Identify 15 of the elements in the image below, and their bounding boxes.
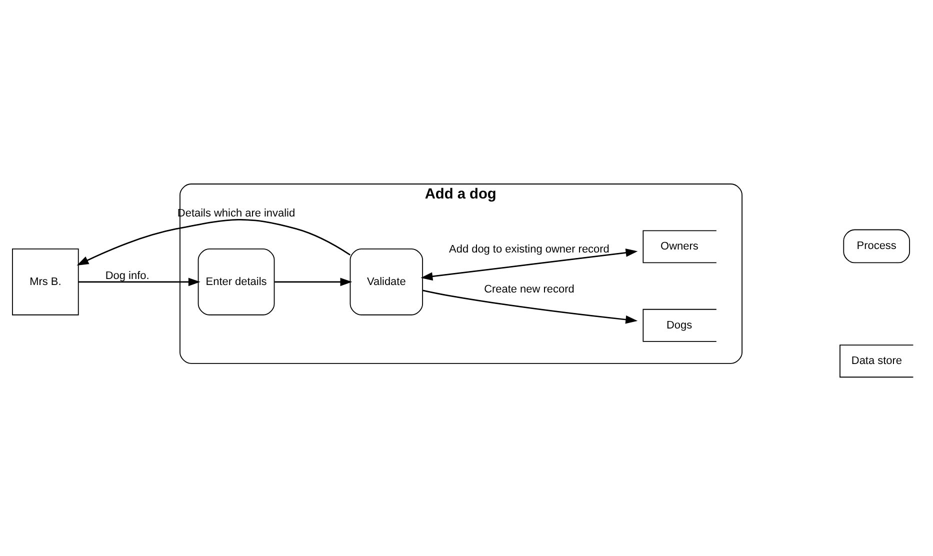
- edge-label: Dog info.: [105, 269, 150, 282]
- arrow: [274, 277, 352, 286]
- node-box: Validate: [350, 248, 424, 315]
- arrow: [76, 218, 351, 266]
- node-box: Mrs B.: [12, 248, 79, 315]
- legend-label: Process: [856, 240, 896, 252]
- arrow: [78, 277, 200, 286]
- node-text: Dogs: [666, 318, 692, 331]
- node-box: Enter details: [198, 248, 275, 315]
- arrow: [422, 289, 638, 324]
- edge-label: Add dog to existing owner record: [449, 242, 610, 255]
- node-text: Owners: [660, 240, 698, 252]
- legend-label: Data store: [851, 354, 902, 366]
- edge-label: Create new record: [484, 283, 574, 296]
- arrow: [420, 248, 638, 280]
